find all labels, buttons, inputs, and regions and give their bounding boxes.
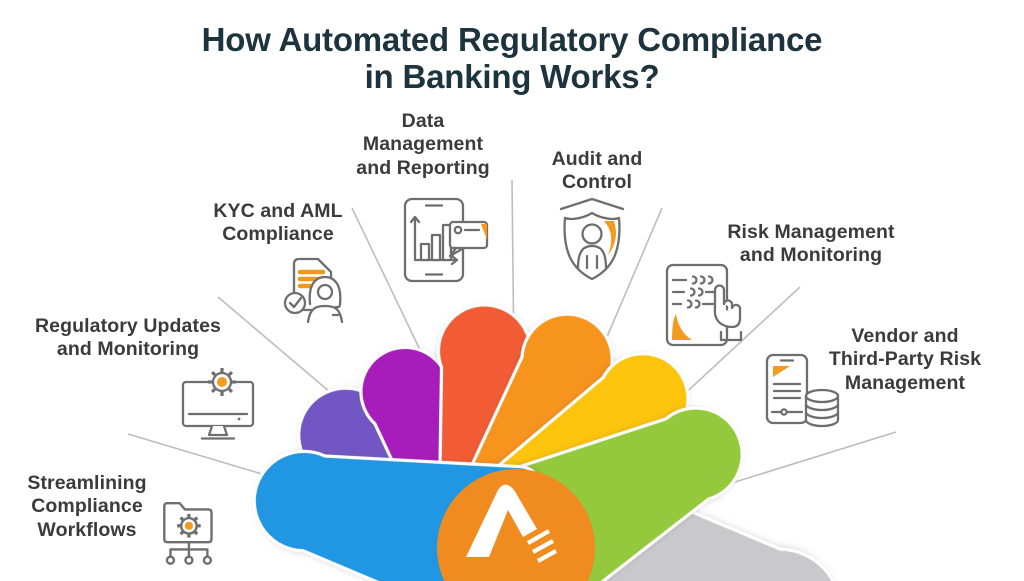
segment-label-audit: Audit and Control bbox=[551, 148, 643, 194]
checklist-pointing-hand-icon bbox=[665, 263, 743, 347]
segment-label-risk: Risk Management and Monitoring bbox=[727, 221, 895, 267]
segment-label-regulatory: Regulatory Updates and Monitoring bbox=[34, 315, 221, 361]
appinventiv-logo-stripes bbox=[526, 529, 558, 563]
segment-label-kyc: KYC and AML Compliance bbox=[213, 200, 343, 246]
segment-label-vendor: Vendor and Third-Party Risk Management bbox=[828, 325, 982, 394]
appinventiv-a-logo bbox=[466, 484, 537, 557]
tablet-bar-chart-icon bbox=[403, 197, 489, 283]
segment-label-workflows: Streamlining Compliance Workflows bbox=[27, 472, 147, 541]
segment-label-data: Data Management and Reporting bbox=[356, 110, 490, 179]
page-title: How Automated Regulatory Compliance in B… bbox=[201, 21, 823, 95]
monitor-gear-icon bbox=[181, 368, 255, 440]
phone-database-icon bbox=[765, 353, 840, 428]
document-check-person-icon bbox=[283, 257, 344, 324]
center-logo-badge bbox=[437, 469, 595, 581]
shield-person-icon bbox=[559, 197, 625, 281]
folder-gear-workflow-icon bbox=[163, 502, 213, 565]
